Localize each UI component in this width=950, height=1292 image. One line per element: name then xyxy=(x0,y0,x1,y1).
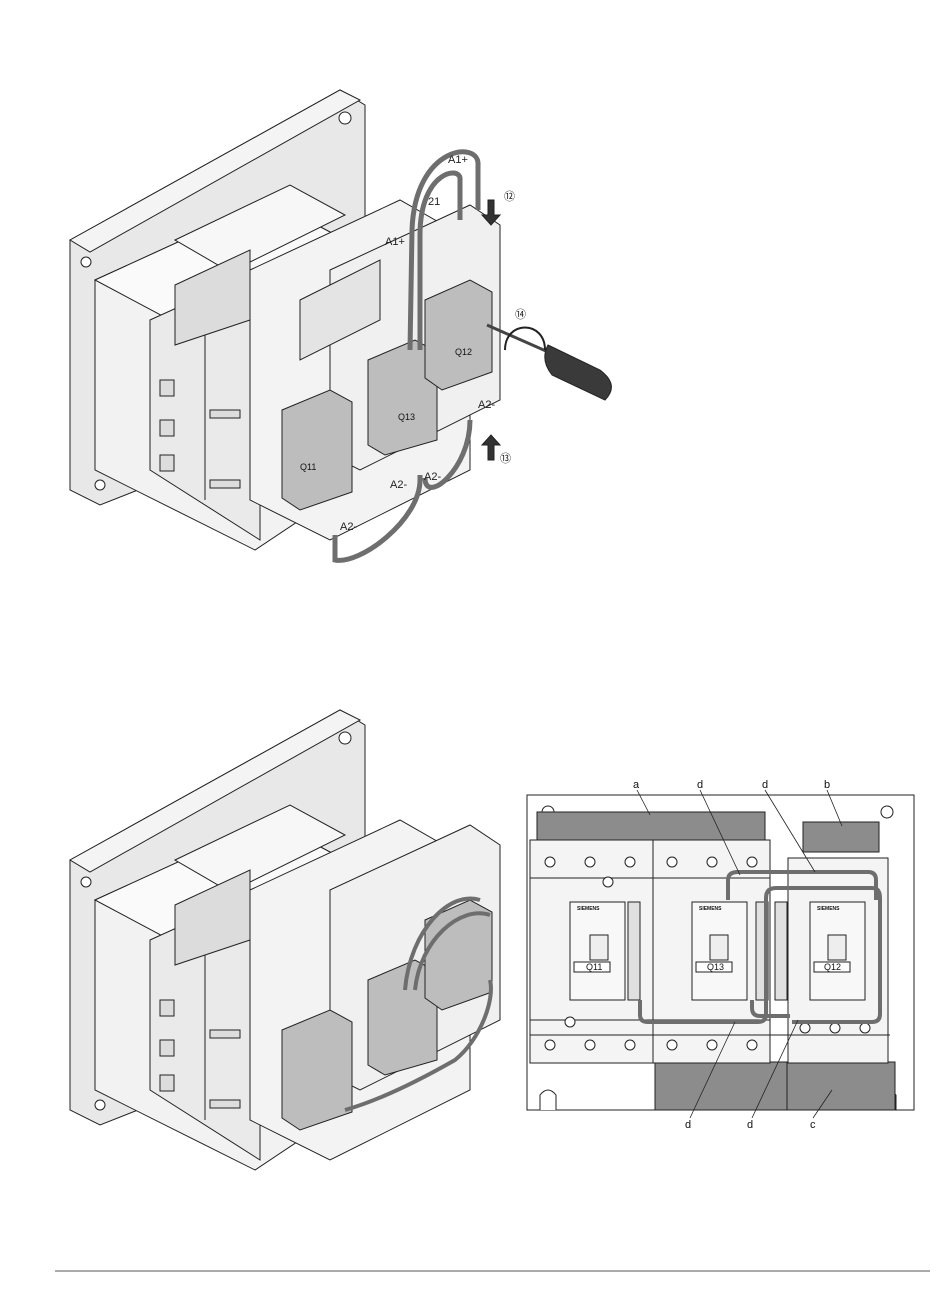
contactor-q13-label: Q13 xyxy=(398,412,415,422)
brand-q12: SIEMENS xyxy=(817,906,840,912)
step-13-marker: ⑬ xyxy=(500,452,511,465)
step-14-marker: ⑭ xyxy=(515,308,526,321)
callout-a: a xyxy=(633,779,640,791)
top-isometric-assembly xyxy=(70,90,611,560)
label-a2minus-right: A2- xyxy=(478,399,495,411)
label-a2minus-mid-left: A2- xyxy=(390,479,407,491)
bottom-isometric-assembly xyxy=(70,710,500,1170)
contactor-q11-label: Q11 xyxy=(300,462,316,472)
label-aux-21: 21 xyxy=(428,196,440,208)
callout-d-top-left: d xyxy=(697,779,703,791)
label-a1plus-upper: A1+ xyxy=(448,154,468,166)
front-q11-label: Q11 xyxy=(586,962,602,972)
contactor-q12-label: Q12 xyxy=(455,347,472,357)
front-q12-label: Q12 xyxy=(824,962,841,972)
front-view-panel xyxy=(527,790,914,1118)
callout-c: c xyxy=(810,1119,816,1131)
callout-d-bottom-left: d xyxy=(685,1119,691,1131)
label-a1plus-lower: A1+ xyxy=(385,236,405,248)
step-12-marker: ⑫ xyxy=(504,190,515,203)
label-a2minus-mid-right: A2- xyxy=(424,471,441,483)
label-a2minus-bottom: A2- xyxy=(340,521,357,533)
brand-q13: SIEMENS xyxy=(699,906,722,912)
callout-b: b xyxy=(824,779,830,791)
brand-q11: SIEMENS xyxy=(577,906,600,912)
callout-d-bottom-right: d xyxy=(747,1119,753,1131)
callout-d-top-right: d xyxy=(762,779,768,791)
front-q13-label: Q13 xyxy=(707,962,724,972)
